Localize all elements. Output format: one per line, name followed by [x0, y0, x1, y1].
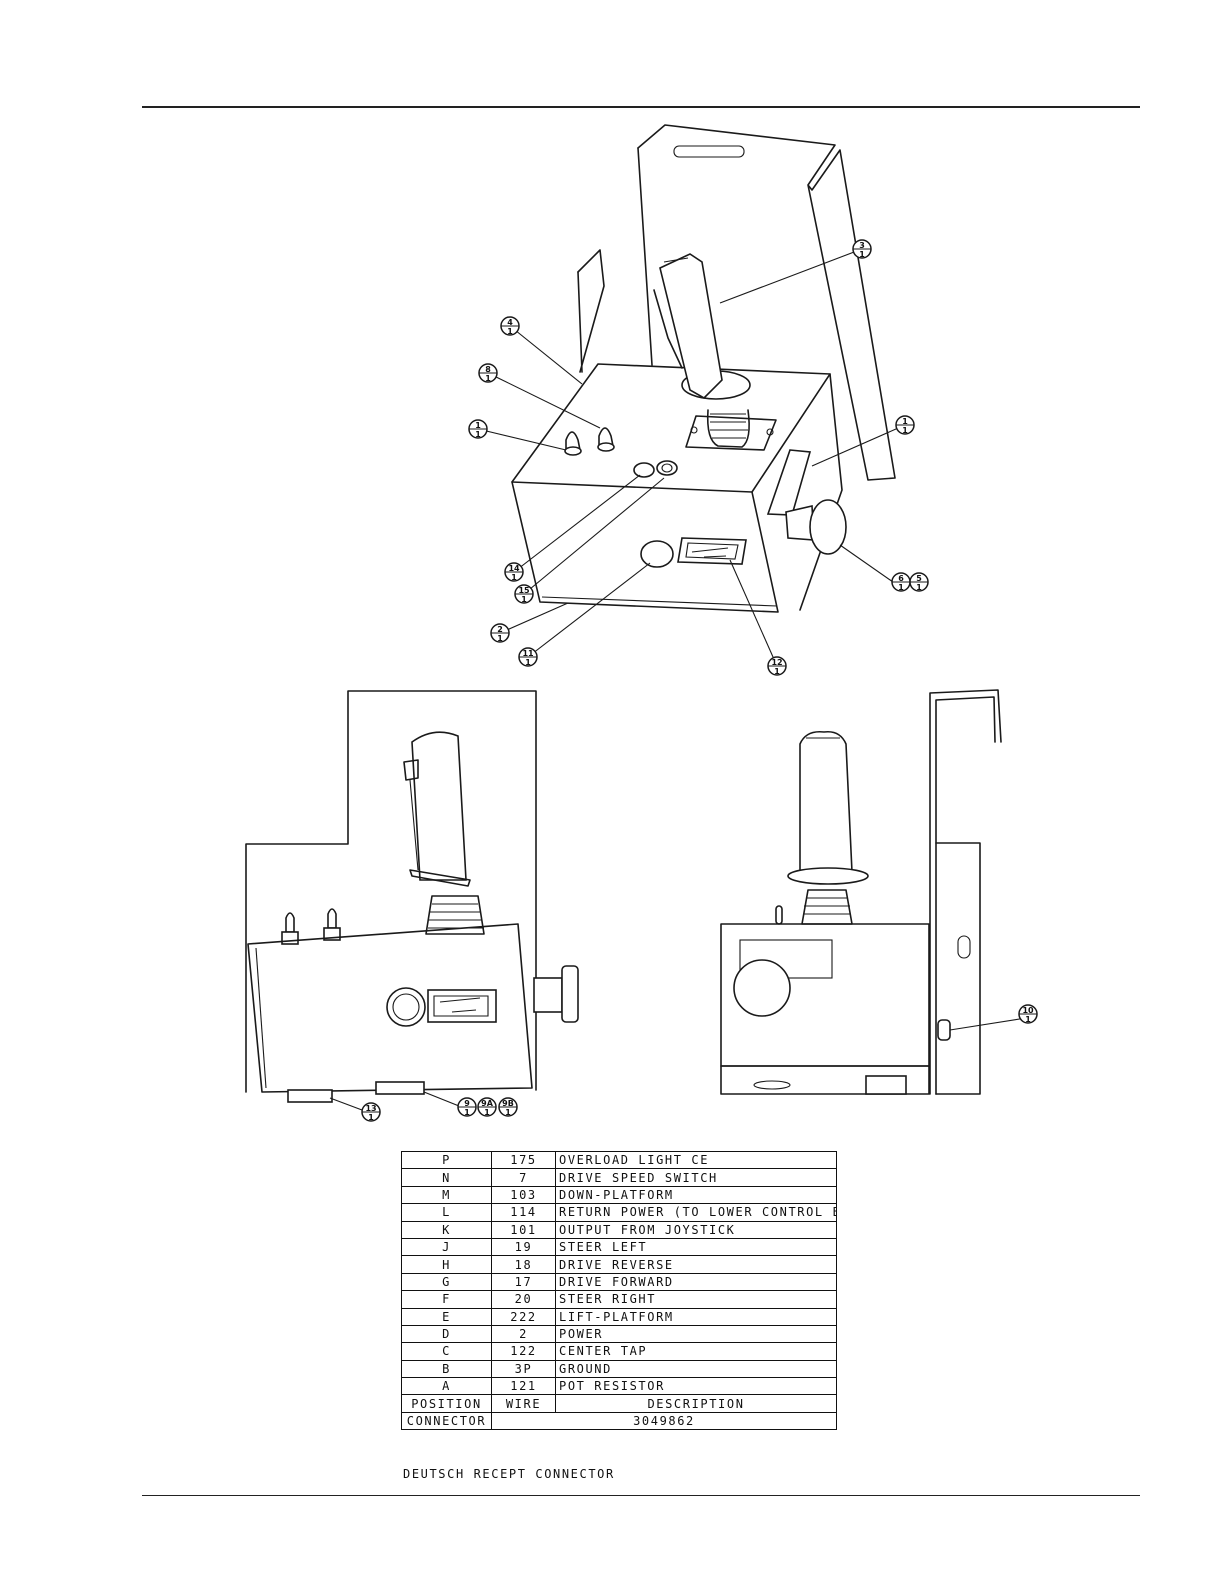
top-rule: [142, 106, 1140, 108]
callout-balloon: 51: [909, 572, 929, 592]
callout-balloon: 111: [518, 647, 538, 667]
callout-balloon: 151: [514, 584, 534, 604]
svg-text:1: 1: [368, 1113, 374, 1122]
callout-balloon: 121: [767, 656, 787, 676]
svg-text:1: 1: [525, 658, 531, 667]
callout-balloon: 11: [895, 415, 915, 435]
callout-balloon: 31: [852, 239, 872, 259]
front-view: [720, 689, 1027, 1095]
svg-text:1: 1: [507, 327, 513, 336]
svg-text:1: 1: [485, 374, 491, 383]
svg-text:13: 13: [365, 1104, 376, 1113]
svg-text:11: 11: [522, 649, 534, 658]
svg-text:1: 1: [475, 421, 481, 430]
svg-text:1: 1: [475, 430, 481, 439]
svg-text:4: 4: [507, 318, 513, 327]
svg-text:1: 1: [916, 583, 922, 592]
svg-text:12: 12: [771, 658, 782, 667]
svg-text:9: 9: [464, 1099, 470, 1108]
callout-balloon: 11: [468, 419, 488, 439]
svg-text:1: 1: [1025, 1015, 1031, 1024]
svg-text:1: 1: [505, 1108, 511, 1117]
callout-balloon: 91: [457, 1097, 477, 1117]
svg-text:15: 15: [518, 586, 530, 595]
svg-text:1: 1: [859, 250, 865, 259]
svg-text:1: 1: [484, 1108, 490, 1117]
svg-text:9A: 9A: [481, 1099, 494, 1108]
svg-text:1: 1: [464, 1108, 470, 1117]
svg-text:5: 5: [916, 574, 922, 583]
svg-text:2: 2: [497, 625, 503, 634]
bottom-rule: [142, 1495, 1140, 1496]
callout-balloon: 131: [361, 1102, 381, 1122]
svg-text:10: 10: [1022, 1006, 1034, 1015]
svg-text:1: 1: [902, 426, 908, 435]
side-view: [245, 690, 579, 1111]
callout-balloon: 61: [891, 572, 911, 592]
callout-balloon: 101: [1018, 1004, 1038, 1024]
callout-balloon: 9B1: [498, 1097, 518, 1117]
svg-text:1: 1: [902, 417, 908, 426]
callout-balloon: 9A1: [477, 1097, 497, 1117]
svg-text:6: 6: [898, 574, 904, 583]
callout-balloon: 141: [504, 562, 524, 582]
svg-text:14: 14: [508, 564, 520, 573]
svg-text:3: 3: [859, 241, 865, 250]
iso-view: [477, 124, 906, 667]
svg-text:8: 8: [485, 365, 491, 374]
svg-text:1: 1: [497, 634, 503, 643]
svg-text:1: 1: [898, 583, 904, 592]
svg-text:1: 1: [521, 595, 527, 604]
connector-caption: DEUTSCH RECEPT CONNECTOR: [403, 1467, 615, 1481]
callout-balloon: 21: [490, 623, 510, 643]
callout-balloon: 41: [500, 316, 520, 336]
svg-text:1: 1: [511, 573, 517, 582]
svg-text:9B: 9B: [502, 1099, 514, 1108]
callout-balloon: 81: [478, 363, 498, 383]
svg-text:1: 1: [774, 667, 780, 676]
